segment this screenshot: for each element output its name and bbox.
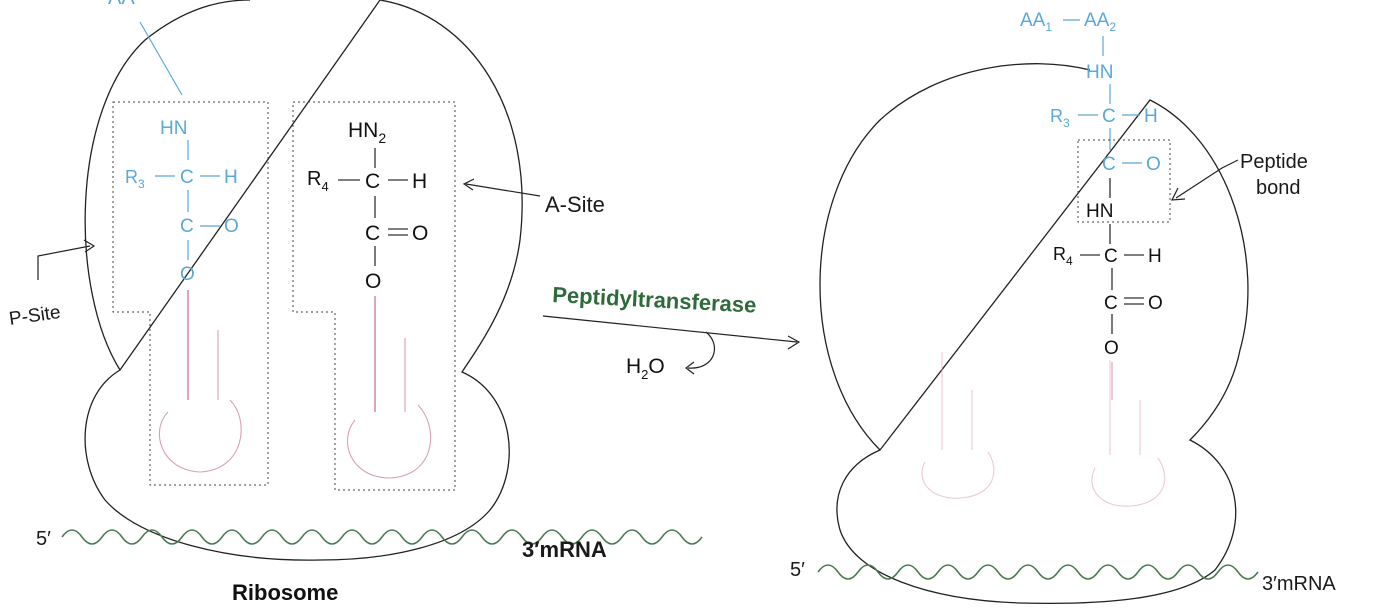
left-mrna-5-label: 5′	[36, 528, 51, 550]
aa2: AA2	[1084, 10, 1116, 34]
right-ribosome-outline	[819, 63, 1249, 605]
p-site-label: P-Site	[8, 302, 62, 330]
right-upper-h: H	[1144, 106, 1158, 127]
a-site-label: A-Site	[545, 192, 605, 217]
reaction-arrow	[542, 315, 798, 343]
right-mrna	[817, 564, 1259, 580]
right-upper-r: R3	[1050, 106, 1070, 130]
left-mrna-3-label: 3′mRNA	[522, 537, 607, 562]
right-lower-h: H	[1148, 246, 1162, 267]
peptide-label-2: bond	[1256, 177, 1301, 199]
a-r: R4	[307, 168, 329, 194]
peptide-label-1: Peptide	[1240, 151, 1308, 173]
p-site-trna-outline	[112, 101, 269, 486]
right-lower-c2: C	[1104, 293, 1118, 314]
p-r: R3	[125, 167, 145, 191]
reaction-arrow-group: Peptidyltransferase H2O	[542, 282, 801, 382]
right-upper-c2: C	[1102, 154, 1116, 175]
right-upper-hn: HN	[1086, 62, 1113, 83]
p-site-trna	[159, 290, 242, 473]
right-lower-o-link: O	[1104, 338, 1119, 359]
right-trnas	[921, 352, 1166, 507]
a-site-arrow	[465, 183, 541, 197]
p-site-arrow	[37, 245, 91, 280]
right-ribosome	[819, 63, 1249, 605]
ribosome-caption: Ribosome	[232, 580, 338, 605]
right-mrna-5-label: 5′	[790, 559, 805, 581]
chain-connector	[139, 21, 183, 96]
a-o-link: O	[365, 270, 381, 293]
a-c2: C	[365, 222, 380, 245]
a-site-trna-outline	[292, 101, 456, 491]
right-upper-c1: C	[1102, 106, 1116, 127]
p-hn: HN	[160, 118, 187, 139]
right-lower-c1: C	[1104, 246, 1118, 267]
right-upper-o: O	[1146, 154, 1161, 175]
left-ribosome-outline	[84, 0, 523, 561]
p-site-molecule: HN R3 C H C O O	[125, 118, 239, 285]
left-ribosome	[84, 0, 523, 561]
enzyme-label: Peptidyltransferase	[552, 282, 757, 318]
aa1: AA1	[1020, 10, 1052, 34]
a-c1: C	[365, 170, 380, 193]
a-site-molecule: HN2 R4 C H C O O	[307, 119, 428, 293]
a-site-trna	[346, 296, 432, 479]
a-hn: HN2	[348, 119, 386, 146]
p-o-link: O	[180, 264, 195, 285]
p-h: H	[224, 167, 238, 188]
right-lower-r: R4	[1053, 244, 1073, 268]
p-c1: C	[180, 167, 194, 188]
p-o-side: O	[224, 216, 239, 237]
peptide-bond-box	[1077, 139, 1171, 223]
a-h: H	[412, 170, 427, 193]
right-chain: AA1 AA2 HN R3 C H C O HN R4 C H C O O	[1020, 10, 1171, 400]
left-mrna	[61, 529, 703, 545]
p-c2: C	[180, 216, 194, 237]
left-aa-chain: AA	[108, 0, 135, 9]
peptide-bond-arrow	[1175, 159, 1239, 199]
right-lower-o-side: O	[1148, 293, 1163, 314]
right-mrna-3-label: 3′mRNA	[1262, 573, 1336, 595]
right-lower-hn: HN	[1086, 201, 1113, 222]
a-o-side: O	[412, 222, 428, 245]
water-label: H2O	[626, 355, 665, 382]
water-arrow	[687, 331, 716, 369]
